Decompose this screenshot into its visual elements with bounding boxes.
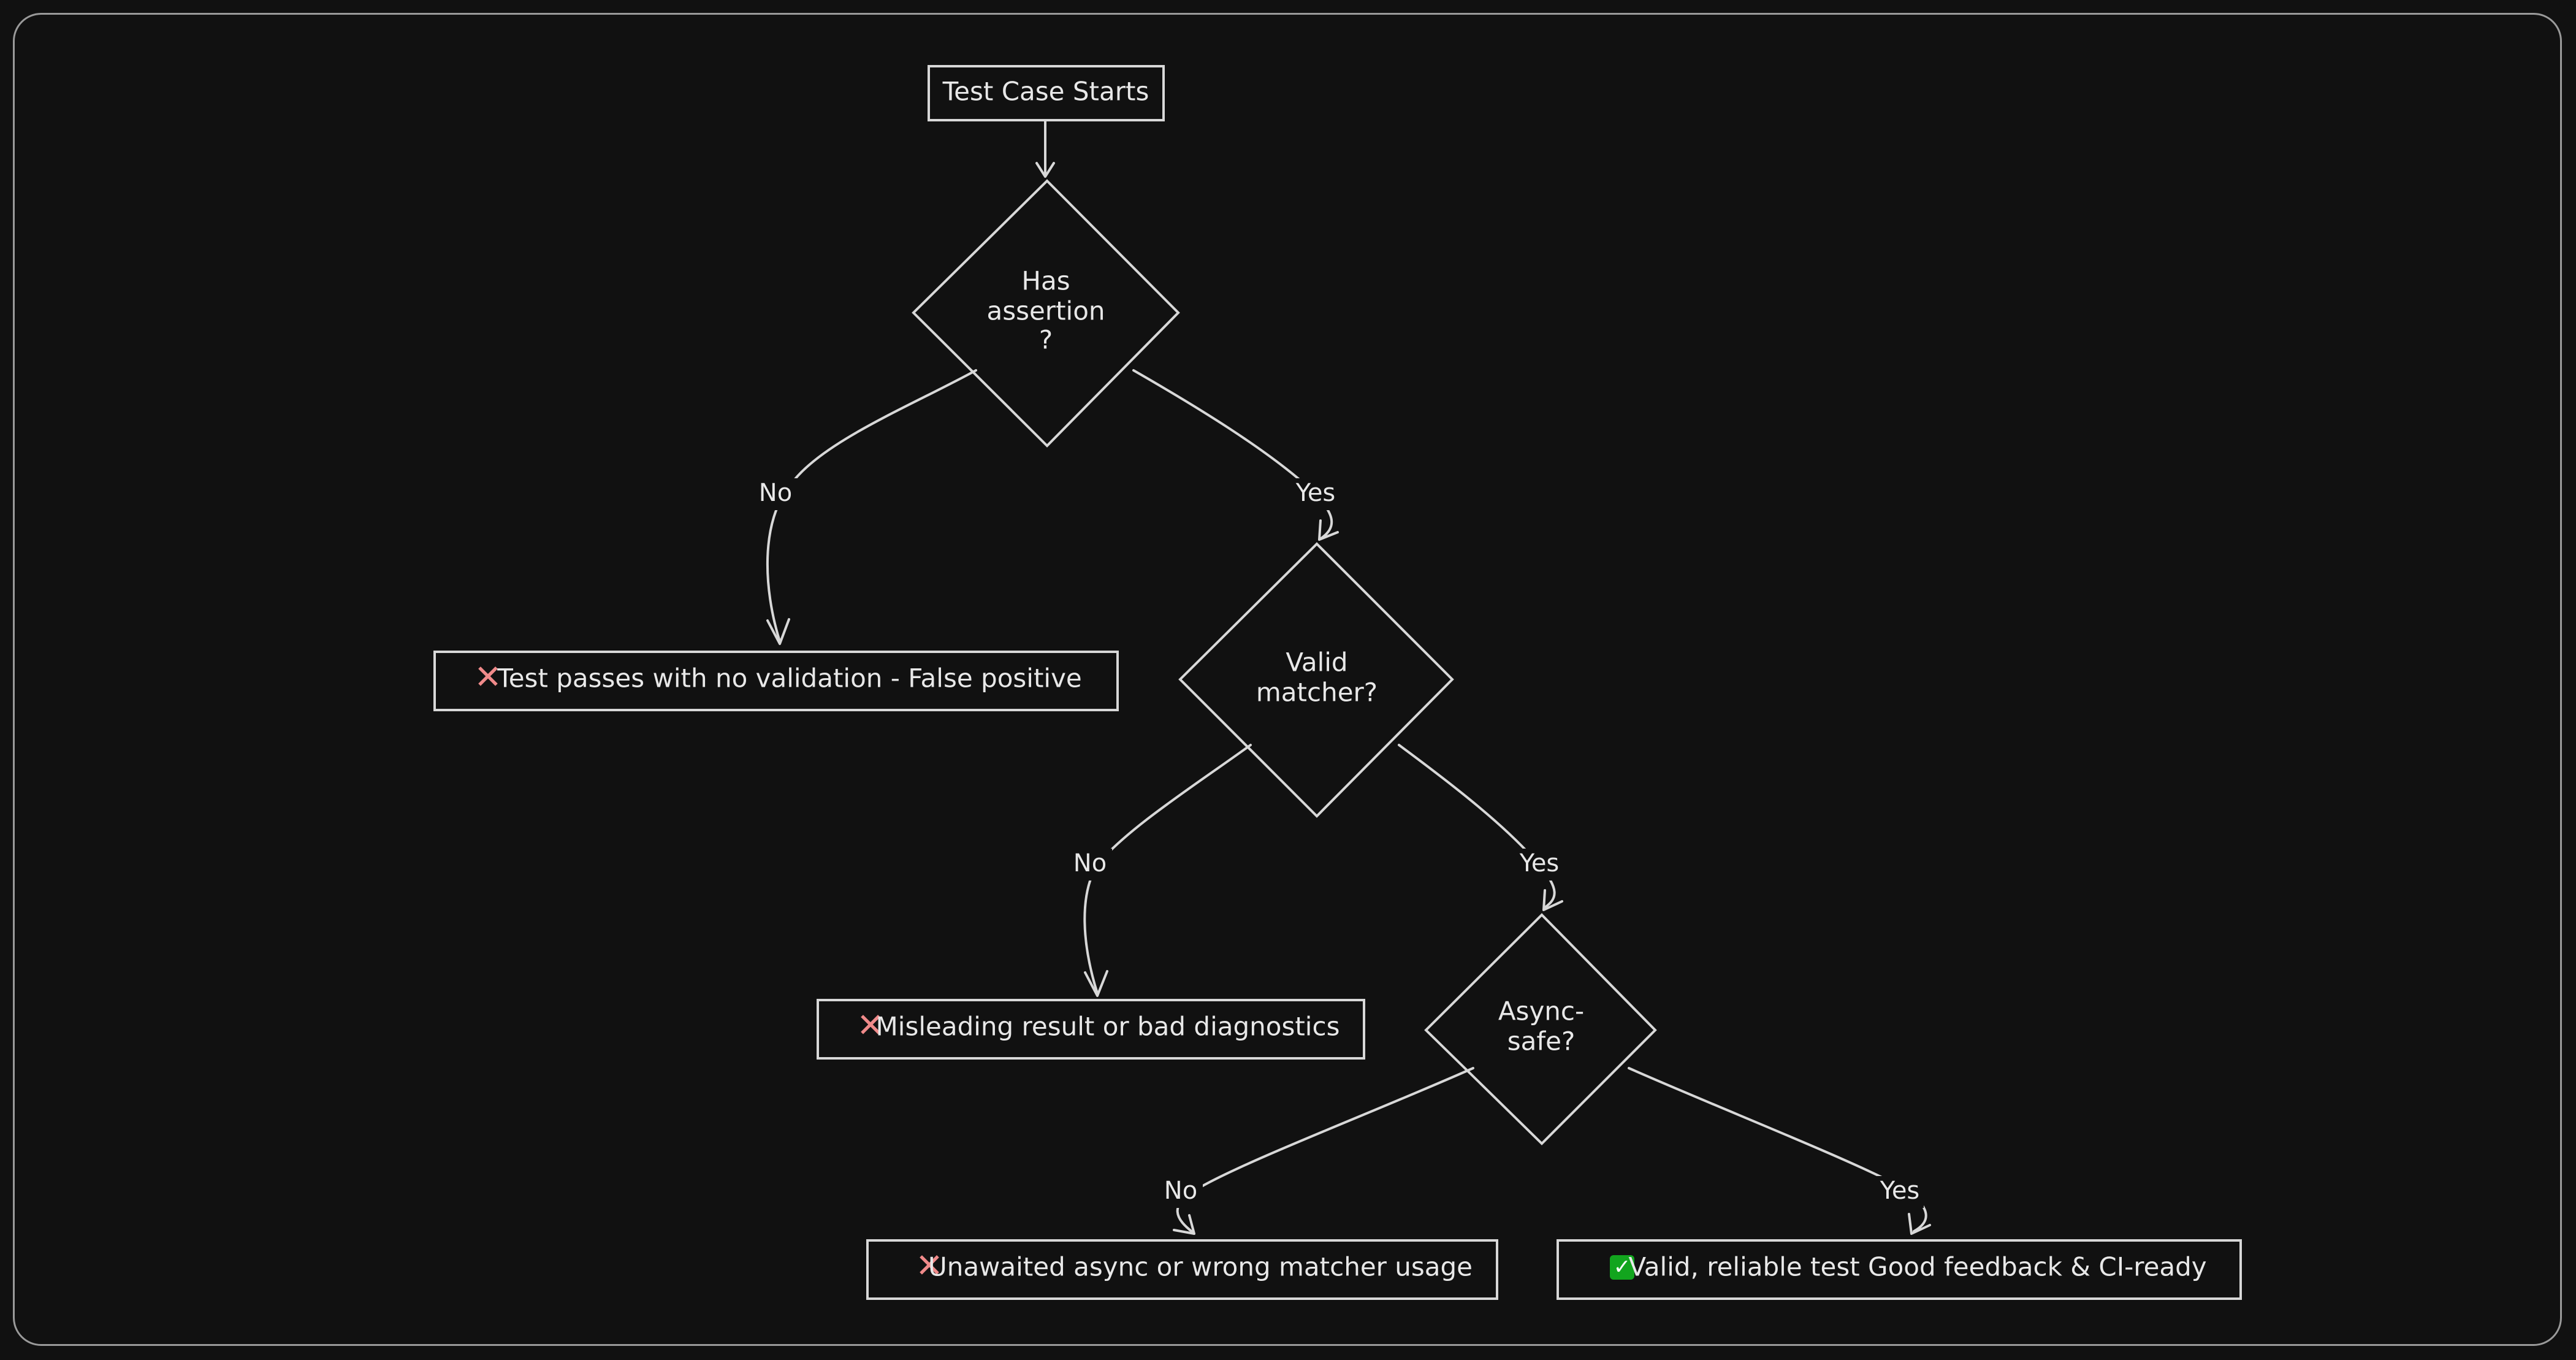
edge-matcher-yes xyxy=(1398,744,1556,909)
decision-line-3: ? xyxy=(1039,325,1053,355)
edge-async-no-arrowhead xyxy=(1173,1214,1195,1235)
edge-assertion-yes xyxy=(1132,369,1333,540)
outcome-valid-test[interactable]: ✓ Valid, reliable test Good feedback & C… xyxy=(1557,1239,2242,1300)
decision-valid-matcher[interactable]: Valid matcher? xyxy=(1178,542,1454,818)
edge-label-async-yes: Yes xyxy=(1880,1177,1920,1205)
outcome-box xyxy=(817,999,1365,1060)
edge-assertion-yes-arrowhead xyxy=(1318,519,1339,541)
decision-line-2: matcher? xyxy=(1256,678,1378,708)
edge-matcher-no-arrowhead xyxy=(1084,970,1108,997)
decision-diamond xyxy=(1424,913,1657,1145)
outcome-box xyxy=(433,651,1119,711)
edge-label-bg xyxy=(1069,849,1112,881)
cross-mark-icon: ✕ xyxy=(474,658,501,697)
outcome-false-positive[interactable]: ✕ Test passes with no validation - False… xyxy=(433,651,1119,711)
outcome-unawaited[interactable]: ✕ Unawaited async or wrong matcher usage xyxy=(866,1239,1498,1300)
decision-has-assertion[interactable]: Has assertion ? xyxy=(912,179,1180,448)
edges xyxy=(766,120,1931,1235)
edge-label-matcher-no: No xyxy=(1073,849,1107,877)
edge-label-matcher-yes: Yes xyxy=(1519,849,1560,877)
outcome-box xyxy=(1557,1239,2242,1300)
edge-label-bg xyxy=(755,478,798,510)
edge-assertion-no xyxy=(766,369,977,643)
edge-async-yes-arrowhead xyxy=(1908,1213,1931,1235)
decision-line-1: Has xyxy=(1021,266,1070,296)
edge-start-to-assertion-arrowhead xyxy=(1035,162,1055,178)
decision-diamond xyxy=(912,179,1180,448)
edge-labels: No Yes No Yes No Yes xyxy=(755,478,1924,1208)
outcome-label: Misleading result or bad diagnostics xyxy=(876,1012,1340,1042)
edge-label-assertion-no: No xyxy=(759,479,792,507)
check-mark-icon-bg xyxy=(1610,1255,1634,1280)
edge-label-bg xyxy=(1292,478,1340,510)
canvas-frame xyxy=(13,13,2562,1346)
decision-line-1: Async- xyxy=(1498,996,1584,1026)
decision-line-2: safe? xyxy=(1507,1026,1576,1056)
outcome-label: Test passes with no validation - False p… xyxy=(497,663,1082,693)
node-start[interactable]: Test Case Starts xyxy=(928,65,1165,121)
edge-label-async-no: No xyxy=(1164,1177,1197,1205)
outcome-label: Unawaited async or wrong matcher usage xyxy=(928,1252,1473,1282)
edge-matcher-yes-arrowhead xyxy=(1542,889,1563,911)
edge-label-bg xyxy=(1160,1176,1203,1208)
edge-async-yes xyxy=(1628,1067,1927,1232)
edge-label-bg xyxy=(1876,1176,1924,1208)
edge-assertion-no-arrowhead xyxy=(766,618,790,645)
cross-mark-icon: ✕ xyxy=(915,1247,943,1285)
edge-label-bg xyxy=(1515,849,1563,881)
edge-async-no xyxy=(1176,1067,1474,1234)
edge-label-assertion-yes: Yes xyxy=(1295,479,1336,507)
check-mark-icon: ✓ xyxy=(1614,1255,1631,1280)
cross-mark-icon: ✕ xyxy=(856,1006,884,1045)
outcome-box xyxy=(866,1239,1498,1300)
decision-diamond xyxy=(1178,542,1454,818)
outcome-misleading[interactable]: ✕ Misleading result or bad diagnostics xyxy=(817,999,1365,1060)
decision-line-2: assertion xyxy=(986,296,1105,326)
decision-line-1: Valid xyxy=(1286,648,1347,678)
start-label: Test Case Starts xyxy=(942,77,1149,107)
outcome-label: Valid, reliable test Good feedback & CI-… xyxy=(1628,1252,2206,1282)
decision-async-safe[interactable]: Async- safe? xyxy=(1424,913,1657,1145)
start-box xyxy=(928,65,1165,121)
